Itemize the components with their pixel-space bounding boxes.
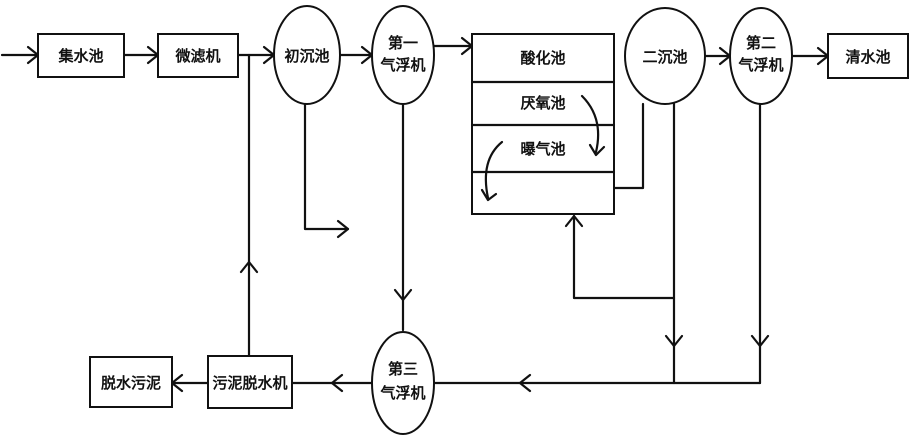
arrowhead-first-flotation-sludge: [393, 288, 413, 302]
internal-flow-arrow-left: [484, 140, 504, 200]
collection-tank: 集水池: [37, 33, 125, 78]
second-air-flotation-machine: 第二 气浮机: [729, 7, 793, 105]
line-return-sludge: [572, 102, 676, 300]
third-air-flotation-machine: 第三 气浮机: [371, 331, 435, 435]
secondary-sedimentation-tank-label: 二沉池: [642, 48, 687, 66]
sludge-dewatering-machine-label: 污泥脱水机: [212, 374, 287, 392]
arrowhead-sludge-to-third-flotation: [518, 373, 532, 393]
primary-sedimentation-tank-label: 初沉池: [284, 47, 329, 65]
line-reactor-to-secondary: [612, 102, 645, 190]
bioreactor-block: 酸化池 厌氧池 曝气池: [470, 33, 616, 215]
third-air-flotation-line-2: 气浮机: [379, 384, 425, 402]
line-sludge-collector: [672, 296, 762, 385]
first-air-flotation-line-1: 第一: [388, 34, 418, 52]
first-air-flotation-line-2: 气浮机: [379, 56, 425, 74]
dewatered-sludge-label: 脱水污泥: [101, 374, 161, 392]
sludge-dewatering-machine: 污泥脱水机: [207, 355, 293, 409]
primary-sedimentation-tank: 初沉池: [273, 5, 341, 105]
arrowhead-second-flotation-sludge: [750, 334, 770, 348]
third-air-flotation-line-1: 第三: [388, 360, 418, 378]
collection-tank-label: 集水池: [57, 47, 103, 65]
arrowhead-return-sludge: [564, 214, 584, 228]
second-air-flotation-line-1: 第二: [746, 34, 776, 52]
arrowhead-third-flotation-to-dewatering: [330, 373, 344, 393]
arrowhead-primary-sludge: [336, 219, 350, 239]
second-air-flotation-line-2: 气浮机: [737, 56, 783, 74]
micro-filter: 微滤机: [157, 33, 239, 78]
clean-water-tank: 清水池: [827, 33, 909, 79]
acidification-tank-label: 酸化池: [520, 49, 565, 67]
dewatered-sludge: 脱水污泥: [89, 356, 173, 408]
anaerobic-tank-label: 厌氧池: [520, 94, 565, 112]
internal-flow-arrow-right: [580, 94, 600, 154]
line-primary-sludge: [303, 102, 350, 231]
clean-water-tank-label: 清水池: [845, 48, 890, 66]
aeration-tank-label: 曝气池: [520, 140, 565, 158]
internal-flow-arrowhead-right: [588, 143, 606, 157]
secondary-sedimentation-tank: 二沉池: [624, 7, 706, 105]
first-air-flotation-machine: 第一 气浮机: [371, 5, 435, 105]
internal-flow-arrowhead-left: [480, 188, 498, 202]
arrowhead-filtrate-return: [239, 260, 259, 274]
micro-filter-label: 微滤机: [174, 47, 220, 65]
